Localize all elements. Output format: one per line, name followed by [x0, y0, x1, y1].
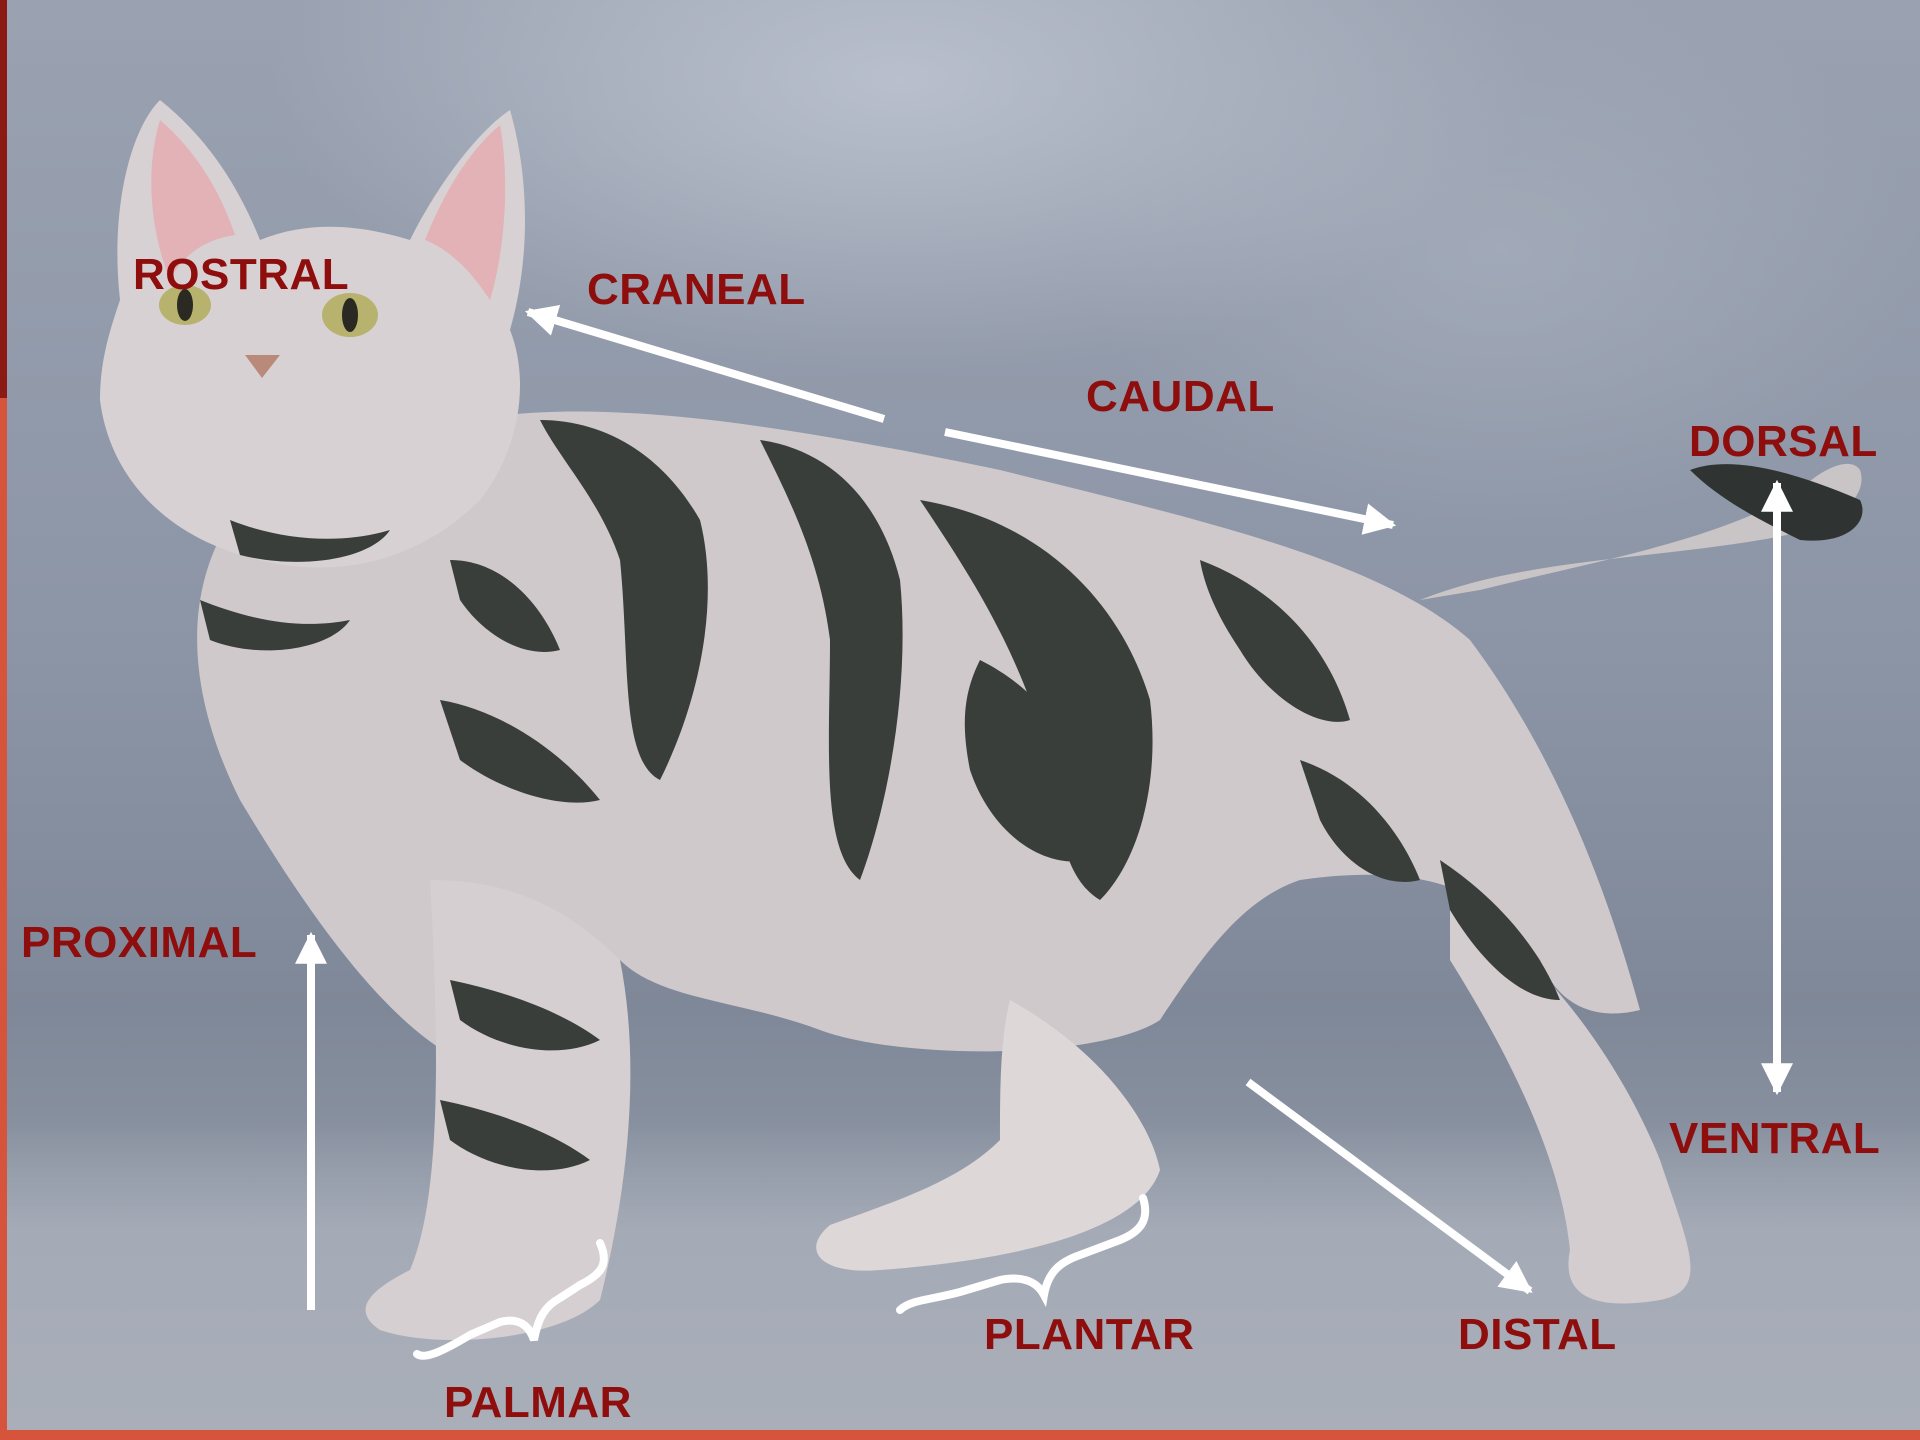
label-ventral: VENTRAL — [1669, 1117, 1880, 1161]
label-craneal: CRANEAL — [587, 268, 806, 312]
label-palmar: PALMAR — [444, 1381, 632, 1425]
label-dorsal: DORSAL — [1689, 420, 1878, 464]
label-caudal: CAUDAL — [1086, 375, 1275, 419]
label-plantar: PLANTAR — [984, 1313, 1194, 1357]
label-rostral: ROSTRAL — [133, 253, 349, 297]
cat-figure — [100, 100, 1863, 1340]
slide-edge-bottom — [0, 1430, 1920, 1440]
craneal-arrow — [528, 312, 884, 419]
label-proximal: PROXIMAL — [21, 921, 257, 965]
slide-edge-left — [0, 398, 7, 1440]
label-distal: DISTAL — [1458, 1313, 1617, 1357]
distal-arrow — [1248, 1082, 1530, 1291]
slide-edge-dark — [0, 0, 7, 398]
